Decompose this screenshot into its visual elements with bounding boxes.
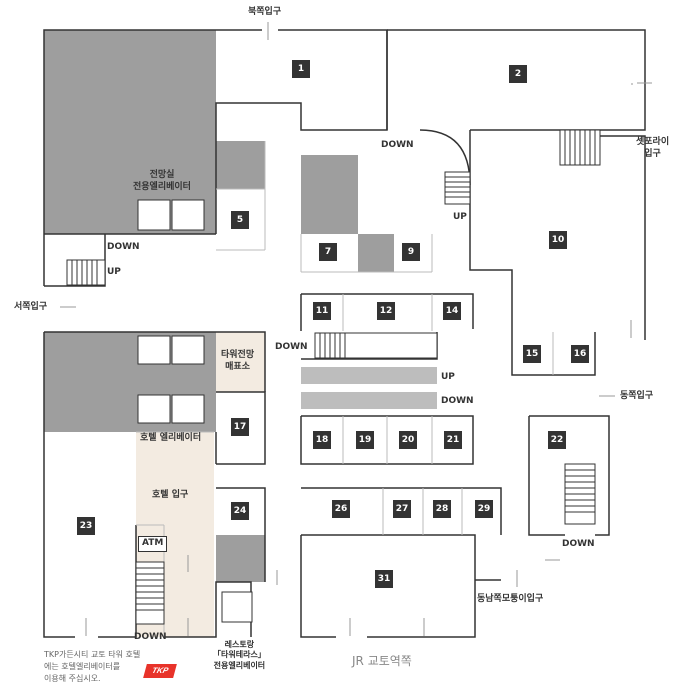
- unit-14[interactable]: 14: [443, 302, 461, 320]
- up-label-3: UP: [441, 372, 455, 382]
- unit-2[interactable]: 2: [509, 65, 527, 83]
- unit-24[interactable]: 24: [231, 502, 249, 520]
- hotel-note: TKP가든시티 교토 타워 호텔 에는 호텔엘리베이터를 이용해 주십시오.: [44, 650, 141, 683]
- unit-27[interactable]: 27: [393, 500, 411, 518]
- down-label-1: DOWN: [107, 242, 140, 252]
- elevator-icons: [137, 199, 253, 623]
- unit-7[interactable]: 7: [319, 243, 337, 261]
- unit-9[interactable]: 9: [402, 243, 420, 261]
- down-label-3: DOWN: [275, 342, 308, 352]
- down-label-6: DOWN: [134, 632, 167, 642]
- unit-11[interactable]: 11: [313, 302, 331, 320]
- down-label-5: DOWN: [562, 539, 595, 549]
- unit-23[interactable]: 23: [77, 517, 95, 535]
- atm-label: ATM: [138, 536, 168, 552]
- hotel-elevator-label: 호텔 엘리베이터: [140, 433, 202, 443]
- unit-15[interactable]: 15: [523, 345, 541, 363]
- unit-18[interactable]: 18: [313, 431, 331, 449]
- escalator-down: [301, 392, 437, 409]
- unit-21[interactable]: 21: [444, 431, 462, 449]
- gray-block-small: [358, 234, 394, 272]
- up-label-2: UP: [453, 212, 467, 222]
- north-entrance-label: 북쪽입구: [248, 7, 282, 17]
- unit-31[interactable]: 31: [375, 570, 393, 588]
- east-entrance-label: 동쪽입구: [620, 391, 654, 401]
- down-label-2: DOWN: [381, 140, 414, 150]
- unit-29[interactable]: 29: [475, 500, 493, 518]
- restaurant-elevator-label: 레스토랑 「타워테라스」 전용엘리베이터: [213, 640, 266, 670]
- ticket-office-area: [216, 332, 265, 392]
- escalator-up: [301, 367, 437, 384]
- west-entrance-label: 서쪽입구: [14, 302, 48, 312]
- unit-10[interactable]: 10: [549, 231, 567, 249]
- unit-1[interactable]: 1: [292, 60, 310, 78]
- observatory-elevator-label: 전망실 전용엘리베이터: [133, 170, 191, 192]
- unit-12[interactable]: 12: [377, 302, 395, 320]
- setpo-entrance-label: 셋포라이 입구: [636, 137, 670, 159]
- southeast-entrance-label: 동남쪽모퉁이입구: [477, 594, 544, 604]
- unit-19[interactable]: 19: [356, 431, 374, 449]
- hotel-entrance-label: 호텔 입구: [152, 490, 189, 500]
- unit-22[interactable]: 22: [548, 431, 566, 449]
- unit-5[interactable]: 5: [231, 211, 249, 229]
- down-label-4: DOWN: [441, 396, 474, 406]
- tower-ticket-label: 타워전망 매표소: [221, 350, 255, 372]
- gray-block-center: [301, 155, 358, 234]
- unit-17[interactable]: 17: [231, 418, 249, 436]
- jr-station-label: JR 교토역쪽: [352, 654, 412, 668]
- unit-28[interactable]: 28: [433, 500, 451, 518]
- walls: [43, 29, 646, 638]
- gray-block-lower: [216, 535, 265, 582]
- unit-16[interactable]: 16: [571, 345, 589, 363]
- unit-20[interactable]: 20: [399, 431, 417, 449]
- up-label-1: UP: [107, 267, 121, 277]
- gray-block-upper: [216, 141, 265, 189]
- unit-26[interactable]: 26: [332, 500, 350, 518]
- tkp-logo: TKP: [143, 664, 177, 678]
